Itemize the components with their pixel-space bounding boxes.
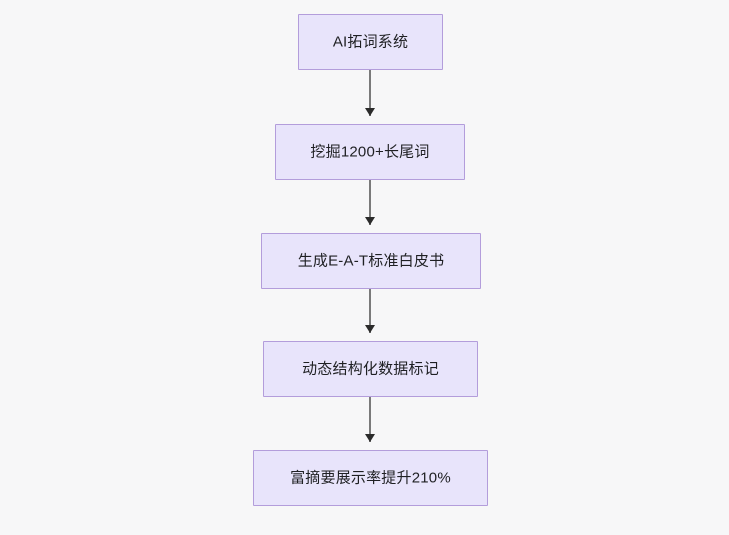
edge-line-n4-n5 [369,397,371,442]
node-label: 生成E-A-T标准白皮书 [297,252,445,269]
edge-line-n2-n3 [369,180,371,225]
edge-arrow-n4-n5 [365,434,375,442]
edge-arrow-n3-n4 [365,325,375,333]
edge-line-n1-n2 [369,70,371,116]
node-label: 富摘要展示率提升210% [290,469,451,486]
flowchart-node-ai-keyword-system[interactable]: AI拓词系统 [298,14,443,70]
flowchart-node-mine-longtail-keywords[interactable]: 挖掘1200+长尾词 [275,124,465,180]
node-label: 动态结构化数据标记 [302,360,439,377]
flowchart-node-generate-eat-whitepaper[interactable]: 生成E-A-T标准白皮书 [261,233,481,289]
edge-arrow-n2-n3 [365,217,375,225]
flowchart-node-dynamic-structured-data-markup[interactable]: 动态结构化数据标记 [263,341,478,397]
edge-arrow-n1-n2 [365,108,375,116]
node-label: AI拓词系统 [332,33,409,50]
node-label: 挖掘1200+长尾词 [310,143,430,160]
edge-line-n3-n4 [369,289,371,333]
flowchart-node-rich-snippet-rate-increase[interactable]: 富摘要展示率提升210% [253,450,488,506]
